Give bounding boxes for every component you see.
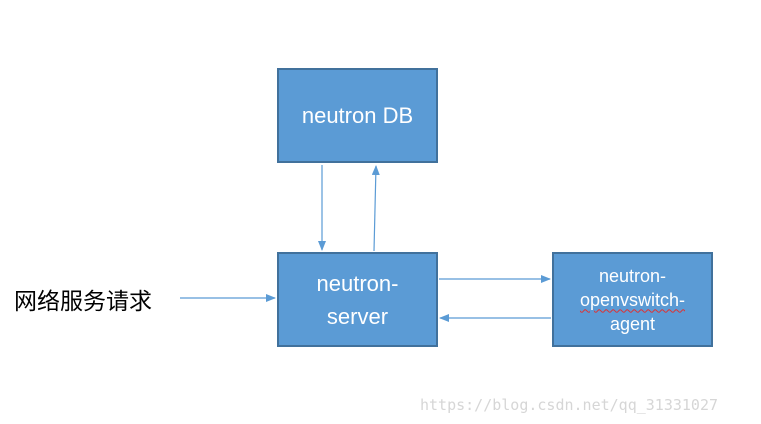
neutron-server-label: neutron- server — [317, 267, 399, 333]
neutron-db-label: neutron DB — [301, 102, 414, 128]
agent-label-line3: agent — [609, 313, 656, 334]
agent-label-line2: openvswitch- — [579, 289, 686, 310]
network-service-request-label: 网络服务请求 — [14, 289, 152, 315]
watermark: https://blog.csdn.net/qq_31331027 — [420, 396, 719, 414]
agent-label-line1: neutron- — [598, 265, 667, 286]
neutron-server-label-line1: neutron- — [316, 270, 399, 296]
neutron-db-box: neutron DB — [277, 68, 438, 163]
neutron-server-label-line2: server — [326, 303, 389, 329]
neutron-server-box: neutron- server — [277, 252, 438, 347]
neutron-openvswitch-agent-label: neutron- openvswitch- agent — [580, 264, 685, 336]
neutron-openvswitch-agent-box: neutron- openvswitch- agent — [552, 252, 713, 347]
arrow-server-to-db — [371, 165, 380, 252]
